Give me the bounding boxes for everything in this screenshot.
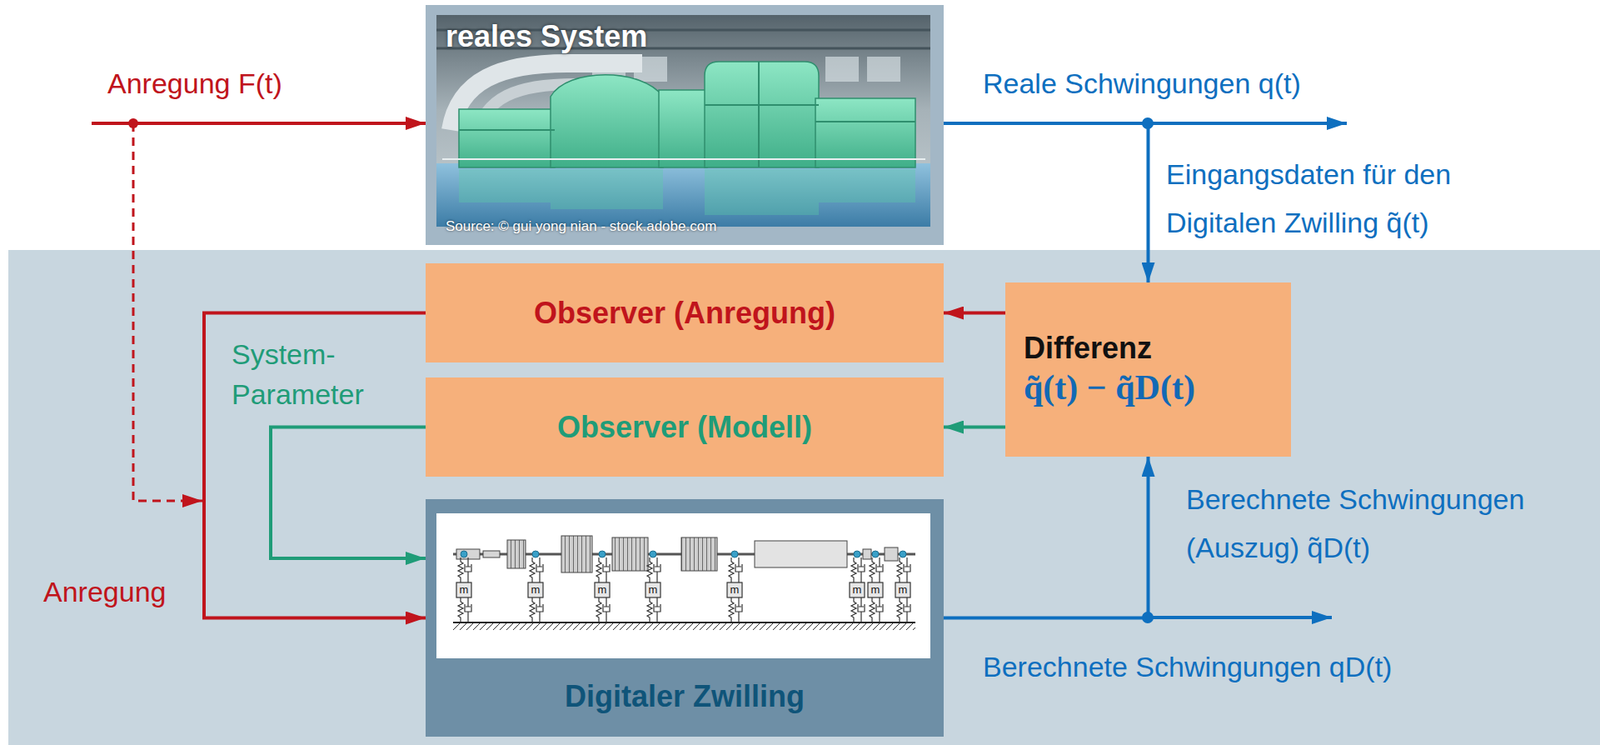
node-title: Differenz (1023, 329, 1152, 366)
photo-box: reales SystemSource: © gui yong nian - s… (425, 4, 944, 245)
node-text: q̃(t) − q̃D(t) (1023, 365, 1196, 410)
connector-arrow (943, 123, 1149, 283)
signal-label: Reale Schwingungen q(t) (982, 64, 1301, 102)
dashed-excitation-line (133, 123, 203, 501)
connector-arrow (204, 313, 426, 619)
input-label: Anregung F(t) (107, 64, 283, 102)
node-text: Source: © gui yong nian - stock.adobe.co… (445, 218, 717, 235)
node-title: Observer (Modell) (557, 409, 813, 445)
edge-label: System- Parameter (231, 334, 407, 414)
input-arrow (91, 121, 426, 125)
connector-arrow (943, 311, 1006, 315)
edge-label: Eingangsdaten für den Digitalen Zwilling… (1166, 150, 1558, 248)
node-title: Digitaler Zwilling (564, 671, 805, 722)
node-title: reales System (445, 18, 648, 55)
rotor-model-illustration (436, 513, 931, 658)
signal-label: Berechnete Schwingungen qD(t) (982, 647, 1392, 685)
observer-box: Observer (Anregung) (425, 263, 944, 363)
connector-arrow (270, 427, 426, 559)
difference-box: Differenzq̃(t) − q̃D(t) (1005, 282, 1291, 457)
output-arrow (1147, 615, 1332, 619)
observer-box: Observer (Modell) (425, 377, 944, 477)
edge-label: Anregung (43, 574, 202, 609)
edge-label: Berechnete Schwingungen (Auszug) q̃D(t) (1186, 475, 1578, 573)
output-arrow (1147, 121, 1347, 125)
connector-arrow (943, 425, 1006, 429)
junction-dot (128, 118, 139, 129)
connector-arrow (943, 456, 1149, 619)
node-title: Observer (Anregung) (533, 295, 836, 331)
